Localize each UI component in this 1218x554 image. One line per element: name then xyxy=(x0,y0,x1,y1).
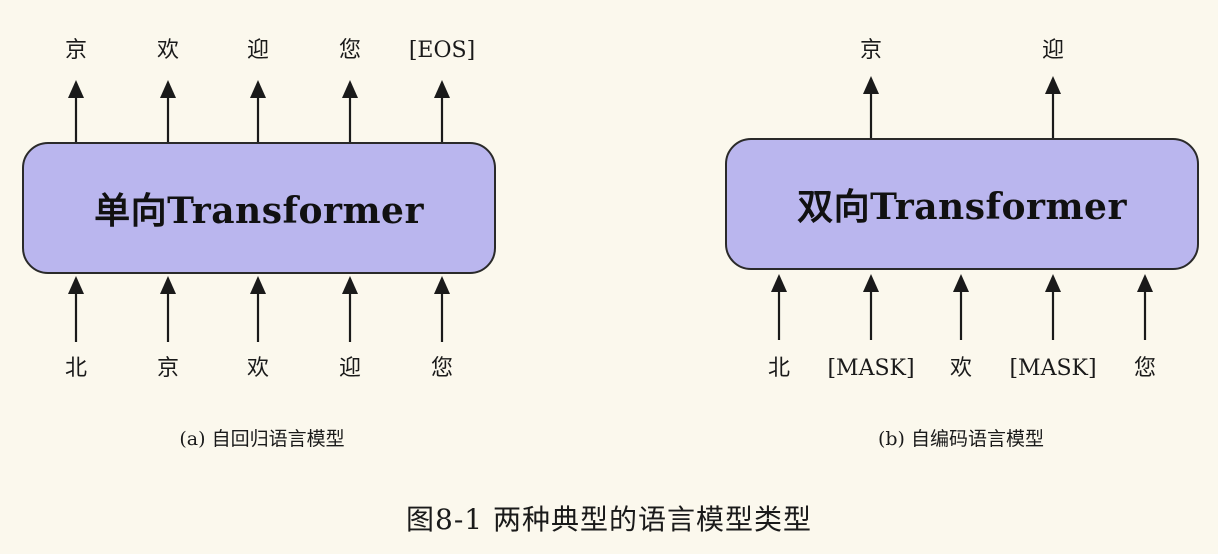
unidirectional-transformer-box: 单向Transformer xyxy=(22,142,496,274)
output-token: 您 xyxy=(338,38,362,63)
input-token: 欢 xyxy=(246,356,270,381)
subfigure-caption: (b) 自编码语言模型 xyxy=(877,428,1045,450)
panel-autoencoding: 京 迎 双向Transformer xyxy=(609,0,1218,480)
input-token: 北 xyxy=(767,356,791,381)
input-token: 欢 xyxy=(949,356,973,381)
subfigure-caption: (a) 自回归语言模型 xyxy=(179,428,345,450)
output-token: 京 xyxy=(64,38,88,63)
output-token: 迎 xyxy=(1041,38,1065,63)
input-token: 您 xyxy=(1133,356,1157,381)
transformer-label: 双向Transformer xyxy=(797,186,1127,228)
input-token: 北 xyxy=(64,356,88,381)
output-token: 迎 xyxy=(246,38,270,63)
input-token: 京 xyxy=(156,356,180,381)
masked-input-token: [MASK] xyxy=(1009,356,1097,381)
output-token: 京 xyxy=(859,38,883,63)
masked-input-token: [MASK] xyxy=(827,356,915,381)
output-token: 欢 xyxy=(156,38,180,63)
output-token: [EOS] xyxy=(408,38,476,63)
transformer-label: 单向Transformer xyxy=(94,190,424,232)
bidirectional-transformer-box: 双向Transformer xyxy=(725,138,1199,270)
input-token: 您 xyxy=(430,356,454,381)
panel-autoregressive: 京 欢 迎 您 [EOS] 单向Transformer xyxy=(0,0,609,480)
input-token: 迎 xyxy=(338,356,362,381)
figure-caption: 图8-1 两种典型的语言模型类型 xyxy=(406,503,812,536)
